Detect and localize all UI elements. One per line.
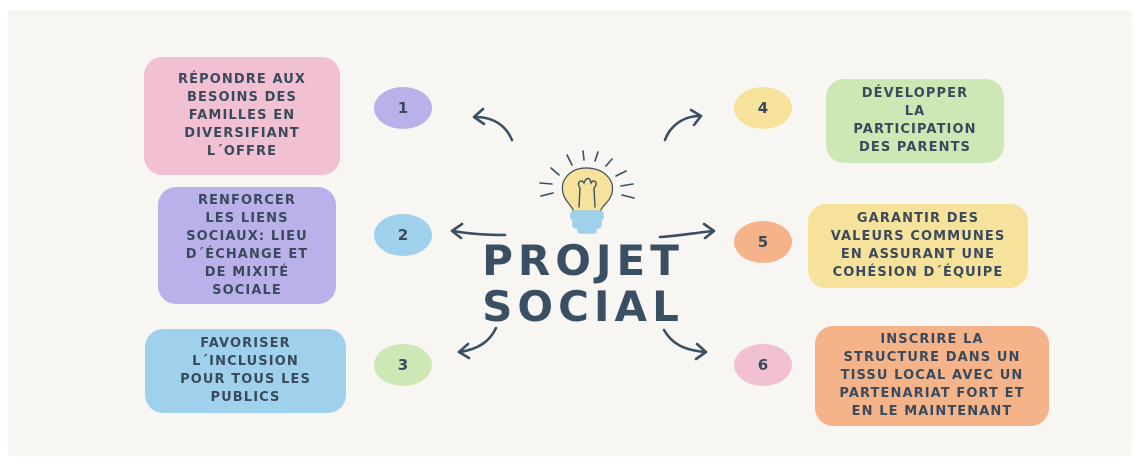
item-number-2: 2 (374, 214, 432, 256)
diagram-title: PROJET SOCIAL (478, 238, 688, 330)
item-box-1: RÉPONDRE AUX BESOINS DES FAMILLES EN DIV… (144, 57, 340, 175)
title-line-2: SOCIAL (482, 282, 684, 331)
item-box-6: INSCRIRE LA STRUCTURE DANS UN TISSU LOCA… (815, 326, 1049, 426)
item-box-5: GARANTIR DES VALEURS COMMUNES EN ASSURAN… (808, 204, 1028, 288)
item-text-6: INSCRIRE LA STRUCTURE DANS UN TISSU LOCA… (839, 332, 1025, 419)
item-box-4: DÉVELOPPER LA PARTICIPATION DES PARENTS (826, 79, 1004, 163)
item-text-2: RENFORCER LES LIENS SOCIAUX: LIEU D´ÉCHA… (185, 192, 309, 298)
item-text-3: FAVORISER L´INCLUSION POUR TOUS LES PUBL… (180, 336, 311, 405)
item-text-4: DÉVELOPPER LA PARTICIPATION DES PARENTS (853, 86, 977, 155)
title-line-1: PROJET (482, 236, 684, 285)
item-box-2: RENFORCER LES LIENS SOCIAUX: LIEU D´ÉCHA… (158, 187, 336, 304)
item-number-6: 6 (734, 344, 792, 386)
item-number-1: 1 (374, 87, 432, 129)
item-number-5: 5 (734, 221, 792, 263)
item-number-4: 4 (734, 87, 792, 129)
item-box-3: FAVORISER L´INCLUSION POUR TOUS LES PUBL… (145, 329, 346, 413)
item-text-1: RÉPONDRE AUX BESOINS DES FAMILLES EN DIV… (178, 72, 306, 159)
item-text-5: GARANTIR DES VALEURS COMMUNES EN ASSURAN… (830, 211, 1006, 280)
item-number-3: 3 (374, 344, 432, 386)
